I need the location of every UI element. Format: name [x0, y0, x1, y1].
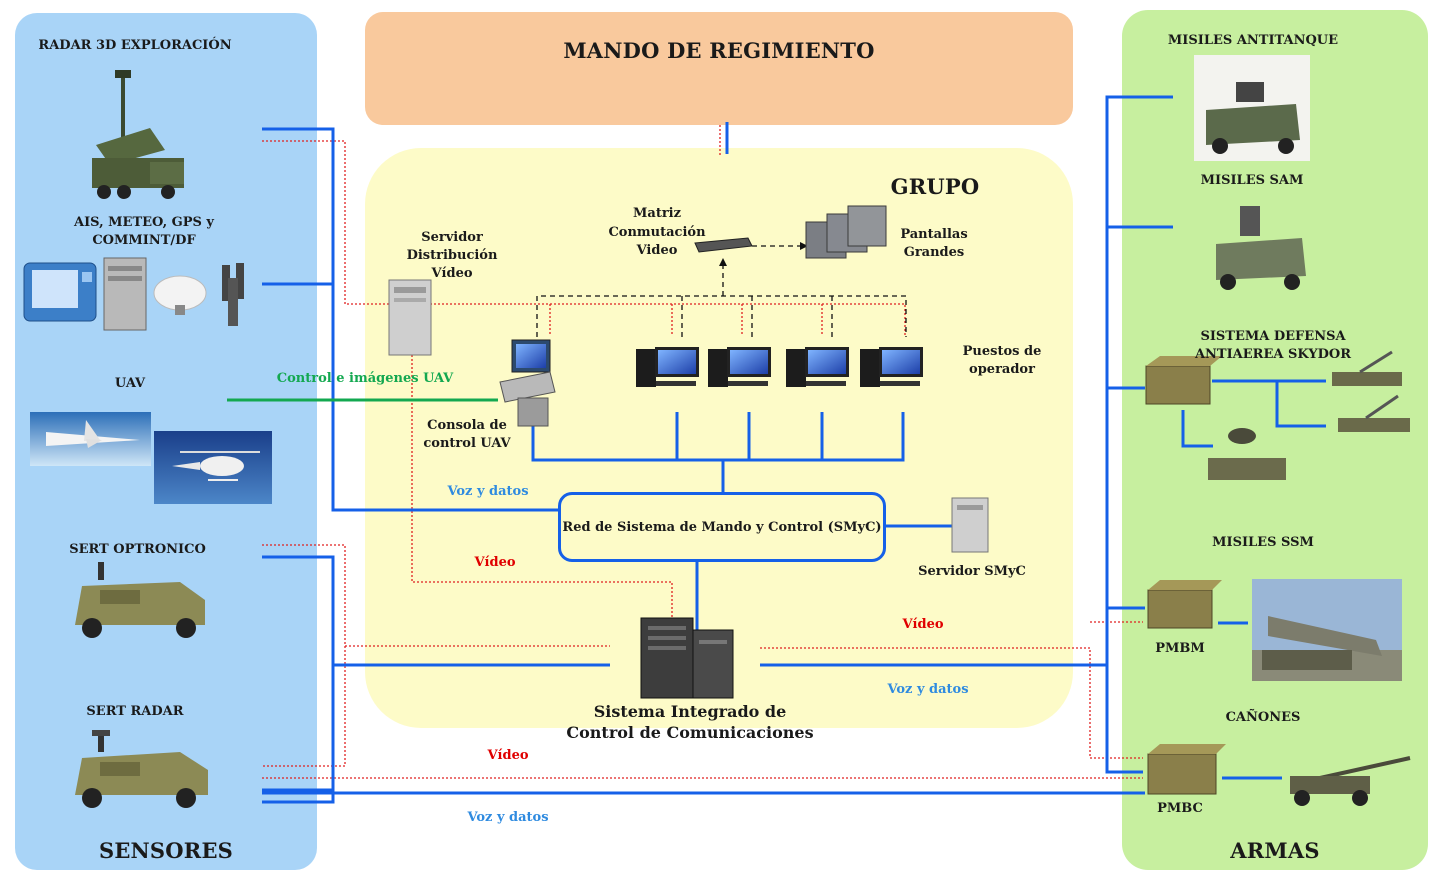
sicc-label-line2: Control de Comunicaciones — [566, 723, 814, 742]
video-switch-matrix-image — [694, 237, 753, 253]
video-server-image — [388, 279, 432, 356]
command-box — [365, 12, 1073, 125]
antitank-missiles-label: MISILES ANTITANQUE — [1167, 33, 1339, 48]
command-title: MANDO DE REGIMIENTO — [563, 38, 875, 63]
pmbc-shelter-image — [1147, 744, 1226, 795]
uav-label: UAV — [114, 376, 146, 391]
pmbm-shelter-image — [1147, 580, 1222, 629]
skydor-label-line1: SISTEMA DEFENSA — [1200, 329, 1346, 344]
smyc-network-label: Red de Sistema de Mando y Control (SMyC) — [562, 519, 882, 535]
video-server-label-line3: Vídeo — [431, 266, 473, 281]
group-title: GRUPO — [890, 174, 980, 199]
uav-control-link-label: Control e imágenes UAV — [276, 371, 454, 386]
sam-vehicle-image — [1216, 206, 1306, 290]
ais-meteo-gps-devices-image — [23, 257, 244, 331]
uav-aircraft-image — [30, 412, 151, 466]
sensors-title: SENSORES — [98, 838, 234, 863]
sert-optronico-label: SERT OPTRONICO — [69, 542, 206, 557]
uav-helicopter-image — [154, 431, 272, 504]
operator-workstations-image — [636, 347, 923, 387]
matrix-label-line2: Conmutación — [608, 225, 706, 240]
video-link-label-1: Vídeo — [474, 555, 516, 570]
voice-data-link-label-3: Voz y datos — [467, 810, 549, 825]
matrix-label-line3: Video — [636, 243, 678, 258]
weapons-title: ARMAS — [1230, 838, 1320, 863]
video-link-label-3: Vídeo — [487, 748, 529, 763]
radar-3d-truck-image — [92, 70, 184, 199]
arrow-right-icon — [800, 242, 808, 250]
cannons-label: CAÑONES — [1225, 710, 1301, 725]
sert-optronico-vehicle-image — [75, 562, 205, 638]
antitank-vehicle-image — [1194, 55, 1310, 161]
voice-data-link-label-1: Voz y datos — [447, 484, 529, 499]
uav-console-label-line2: control UAV — [423, 436, 511, 451]
smyc-network-box: Red de Sistema de Mando y Control (SMyC) — [558, 492, 886, 562]
large-screens-image — [805, 205, 887, 259]
skydor-gun-1-image — [1332, 350, 1402, 386]
uav-console-label-line1: Consola de — [427, 418, 507, 433]
skydor-gun-2-image — [1338, 394, 1410, 432]
matrix-label-line1: Matriz — [633, 206, 681, 221]
operator-label-line2: operador — [969, 362, 1035, 377]
smyc-server-label: Servidor SMyC — [918, 564, 1026, 579]
ais-label-line2: COMMINT/DF — [92, 233, 196, 248]
matrix-lines — [536, 245, 907, 337]
skydor-fire-control-image — [1145, 356, 1222, 405]
ssm-missiles-label: MISILES SSM — [1212, 535, 1314, 550]
video-link-label-2: Vídeo — [902, 617, 944, 632]
smyc-server-image — [951, 497, 989, 553]
sam-missiles-label: MISILES SAM — [1200, 173, 1304, 188]
large-screens-label-line1: Pantallas — [900, 227, 968, 242]
operator-label-line1: Puestos de — [962, 344, 1042, 359]
skydor-radar-image — [1208, 428, 1286, 480]
ais-label-line1: AIS, METEO, GPS y — [74, 215, 214, 230]
voice-data-lines — [262, 95, 1326, 804]
large-screens-label-line2: Grandes — [903, 245, 965, 260]
pmbc-label: PMBC — [1157, 801, 1203, 816]
voice-data-link-label-2: Voz y datos — [887, 682, 969, 697]
communications-rack-image — [640, 617, 734, 699]
video-server-label-line2: Distribución — [406, 248, 498, 263]
sicc-label-line1: Sistema Integrado de — [593, 702, 787, 721]
pmbm-label: PMBM — [1155, 641, 1205, 656]
radar-3d-label: RADAR 3D EXPLORACIÓN — [38, 38, 232, 53]
arrow-up-icon — [719, 258, 727, 266]
video-lines — [262, 125, 1143, 779]
skydor-label-line2: ANTIAEREA SKYDOR — [1194, 347, 1352, 362]
howitzer-image — [1290, 756, 1411, 806]
video-server-label-line1: Servidor — [421, 230, 483, 245]
uav-console-image — [499, 339, 556, 427]
sert-radar-vehicle-image — [75, 730, 208, 808]
sert-radar-label: SERT RADAR — [86, 704, 184, 719]
ssm-launcher-image — [1252, 579, 1402, 681]
